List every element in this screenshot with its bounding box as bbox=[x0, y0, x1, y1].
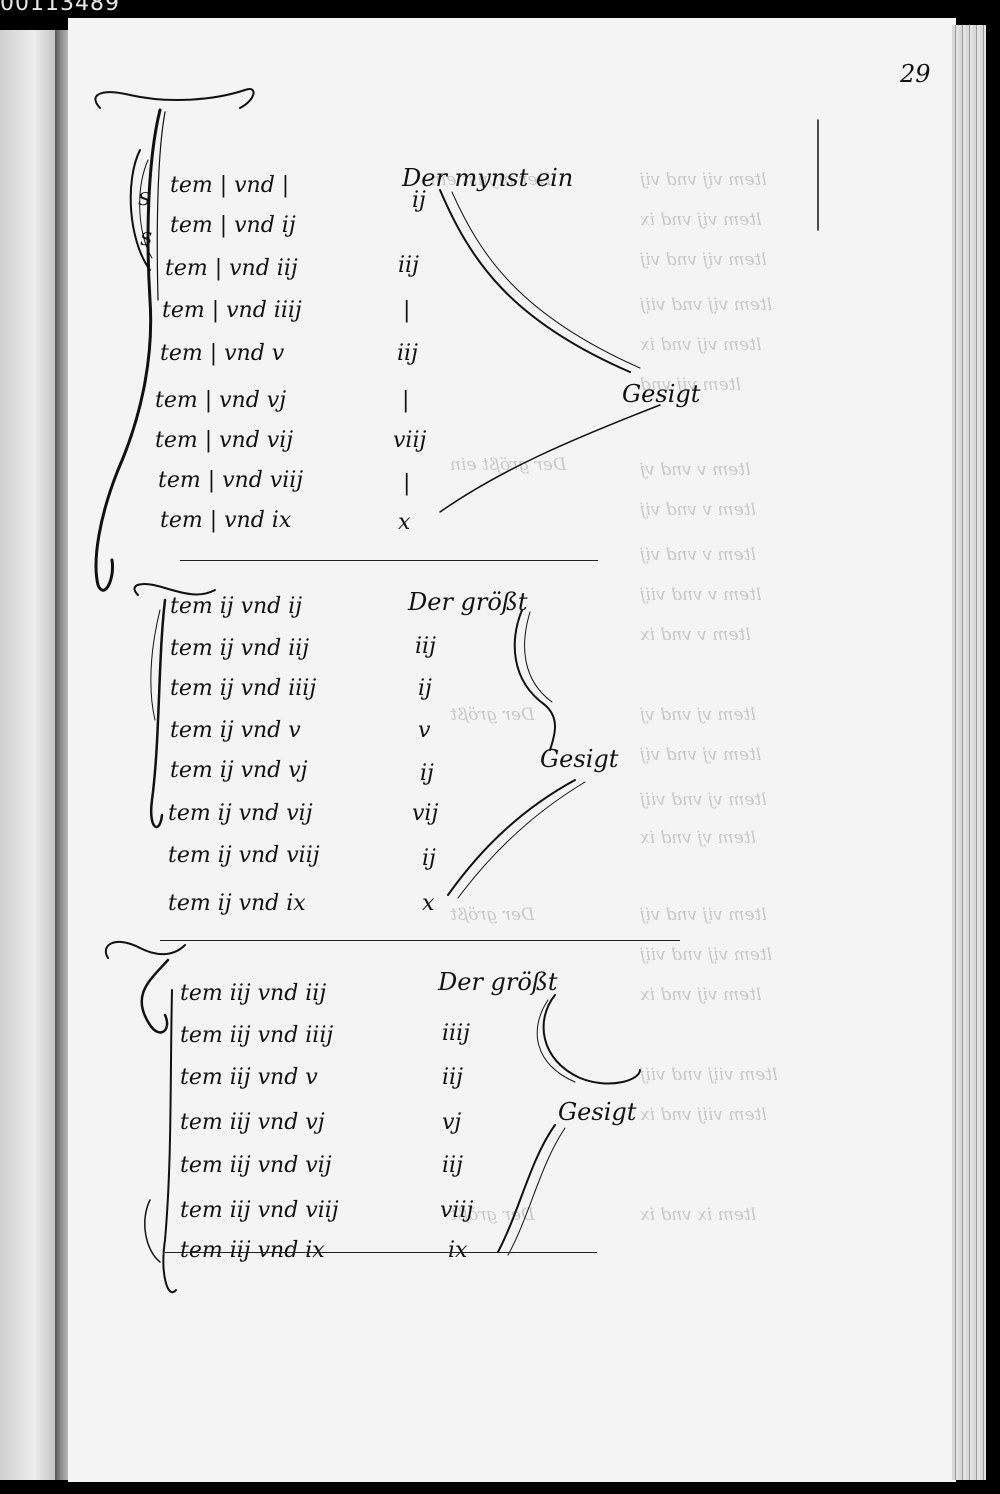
section-divider bbox=[160, 940, 680, 941]
section-1-item: tem | vnd v bbox=[160, 341, 285, 366]
section-3-item: tem iij vnd iij bbox=[180, 981, 327, 1006]
section-3-result: vj bbox=[442, 1110, 462, 1135]
section-2-result-label: Gesigt bbox=[540, 745, 619, 773]
section-1-item: tem | vnd ij bbox=[170, 213, 296, 238]
section-1-item: tem | vnd vij bbox=[155, 428, 294, 453]
initial-i-section-3 bbox=[105, 941, 186, 959]
section-3-result: iiij bbox=[442, 1021, 470, 1046]
section-2-item: tem ij vnd vj bbox=[170, 758, 308, 783]
section-3-item: tem iij vnd vj bbox=[180, 1110, 325, 1135]
section-2-result: ij bbox=[420, 761, 434, 786]
section-1-result: x bbox=[398, 510, 411, 535]
section-2-result: v bbox=[418, 718, 431, 743]
section-1-heading: Der mynst ein bbox=[402, 164, 574, 192]
section-3-result-label: Gesigt bbox=[558, 1098, 637, 1126]
section-3-item: tem iij vnd v bbox=[180, 1065, 318, 1090]
section-1-result: | bbox=[402, 388, 410, 413]
bracket-section-2 bbox=[513, 609, 556, 751]
manuscript-page bbox=[68, 18, 956, 1482]
section-3-item: tem iij vnd vij bbox=[180, 1153, 332, 1178]
page-number: 29 bbox=[900, 60, 931, 88]
svg-text:S: S bbox=[138, 189, 150, 210]
section-1-result: iij bbox=[397, 341, 418, 366]
scan-id-label: 00113489 bbox=[0, 0, 120, 16]
section-2-item: tem ij vnd iij bbox=[170, 636, 310, 661]
section-2-result: ij bbox=[422, 846, 436, 871]
section-2-result: vij bbox=[412, 801, 439, 826]
section-2-result: x bbox=[422, 891, 435, 916]
bracket-section-3 bbox=[542, 994, 641, 1085]
initial-i-section-2 bbox=[133, 583, 216, 596]
section-2-item: tem ij vnd iiij bbox=[170, 676, 317, 701]
section-1-item: tem | vnd vj bbox=[155, 388, 287, 413]
section-2-item: tem ij vnd ix bbox=[168, 891, 306, 916]
book-gutter bbox=[55, 30, 69, 1480]
section-1-result: | bbox=[403, 471, 411, 496]
section-3-result: iij bbox=[442, 1153, 463, 1178]
section-1-result: ij bbox=[412, 188, 426, 213]
section-1-result: viij bbox=[393, 428, 427, 453]
section-2-item: tem ij vnd ij bbox=[170, 594, 303, 619]
section-2-item: tem ij vnd v bbox=[170, 718, 301, 743]
section-1-item: tem | vnd | bbox=[170, 173, 290, 198]
page-edges bbox=[952, 25, 986, 1480]
section-1-item: tem | vnd ix bbox=[160, 508, 292, 533]
section-divider bbox=[180, 560, 598, 561]
bracket-section-1 bbox=[439, 189, 631, 373]
section-1-item: tem | vnd iiij bbox=[162, 298, 302, 323]
svg-text:S: S bbox=[140, 229, 152, 250]
section-3-item: tem iij vnd ix bbox=[180, 1238, 325, 1263]
section-1-result: | bbox=[403, 298, 411, 323]
section-3-result: iij bbox=[442, 1065, 463, 1090]
section-1-result-label: Gesigt bbox=[622, 380, 701, 408]
section-1-item: tem | vnd iij bbox=[165, 256, 298, 281]
section-1-result: iij bbox=[398, 253, 419, 278]
section-3-result: viij bbox=[440, 1198, 474, 1223]
section-2-result: iij bbox=[415, 634, 436, 659]
section-3-item: tem iij vnd viij bbox=[180, 1198, 339, 1223]
section-divider bbox=[165, 1252, 597, 1253]
section-2-heading: Der größt bbox=[408, 588, 528, 616]
section-2-item: tem ij vnd viij bbox=[168, 843, 320, 868]
section-3-heading: Der größt bbox=[438, 968, 558, 996]
section-3-item: tem iij vnd iiij bbox=[180, 1023, 334, 1048]
section-2-result: ij bbox=[418, 676, 432, 701]
left-page-edge bbox=[0, 30, 58, 1480]
initial-i-section-1 bbox=[94, 88, 255, 109]
section-3-result: ix bbox=[448, 1238, 468, 1263]
section-2-item: tem ij vnd vij bbox=[168, 801, 313, 826]
section-1-item: tem | vnd viij bbox=[158, 468, 304, 493]
